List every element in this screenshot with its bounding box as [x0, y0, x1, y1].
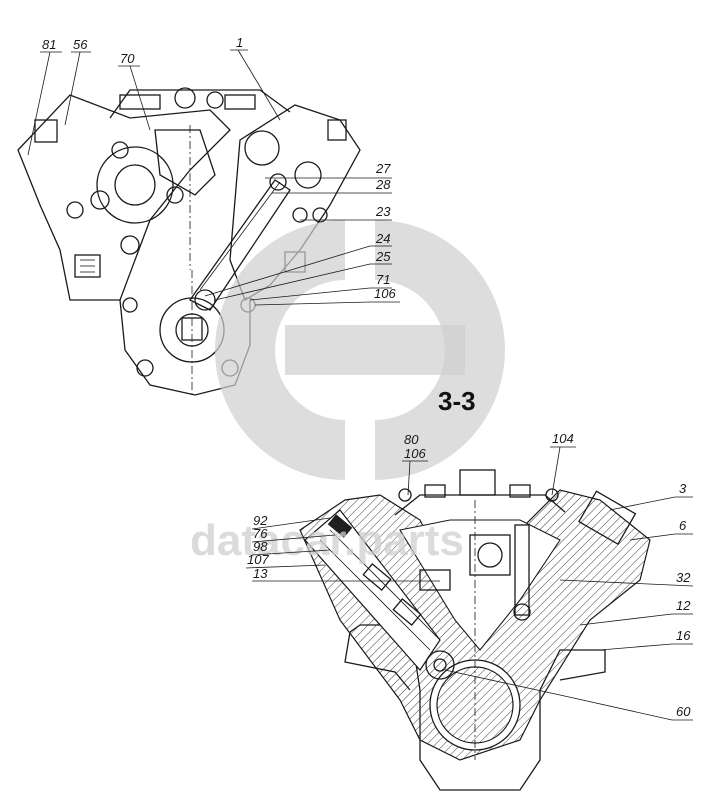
callout-98: 98: [253, 539, 268, 554]
bottom-callouts: 80 106 104 3 6 32 12 16 60 92 76 98 107 …: [245, 431, 694, 721]
callout-28: 28: [375, 177, 391, 192]
watermark-logo: [215, 220, 505, 480]
section-view-drawing: [299, 469, 651, 791]
callout-25: 25: [375, 249, 391, 264]
callout-106-bottom: 106: [404, 446, 426, 461]
callout-71: 71: [376, 272, 390, 287]
callout-32: 32: [676, 570, 691, 585]
callout-92: 92: [253, 513, 268, 528]
callout-23: 23: [375, 204, 391, 219]
callout-60: 60: [676, 704, 691, 719]
callout-70: 70: [120, 51, 135, 66]
callout-1: 1: [236, 35, 243, 50]
front-view-drawing: [17, 87, 361, 396]
top-callouts: 81 56 70 1 27 28 23 24 25 71 106: [27, 35, 400, 306]
section-label: 3-3: [438, 386, 476, 416]
callout-16: 16: [676, 628, 691, 643]
callout-56: 56: [73, 37, 88, 52]
callout-13: 13: [253, 566, 268, 581]
callout-3: 3: [679, 481, 687, 496]
callout-76: 76: [253, 526, 268, 541]
callout-80: 80: [404, 432, 419, 447]
callout-6: 6: [679, 518, 687, 533]
callout-12: 12: [676, 598, 691, 613]
callout-27: 27: [375, 161, 391, 176]
callout-107: 107: [247, 552, 269, 567]
callout-104: 104: [552, 431, 574, 446]
callout-81: 81: [42, 37, 56, 52]
watermark-text: datacar.parts: [190, 516, 464, 565]
callout-106-top: 106: [374, 286, 396, 301]
callout-24: 24: [375, 231, 390, 246]
